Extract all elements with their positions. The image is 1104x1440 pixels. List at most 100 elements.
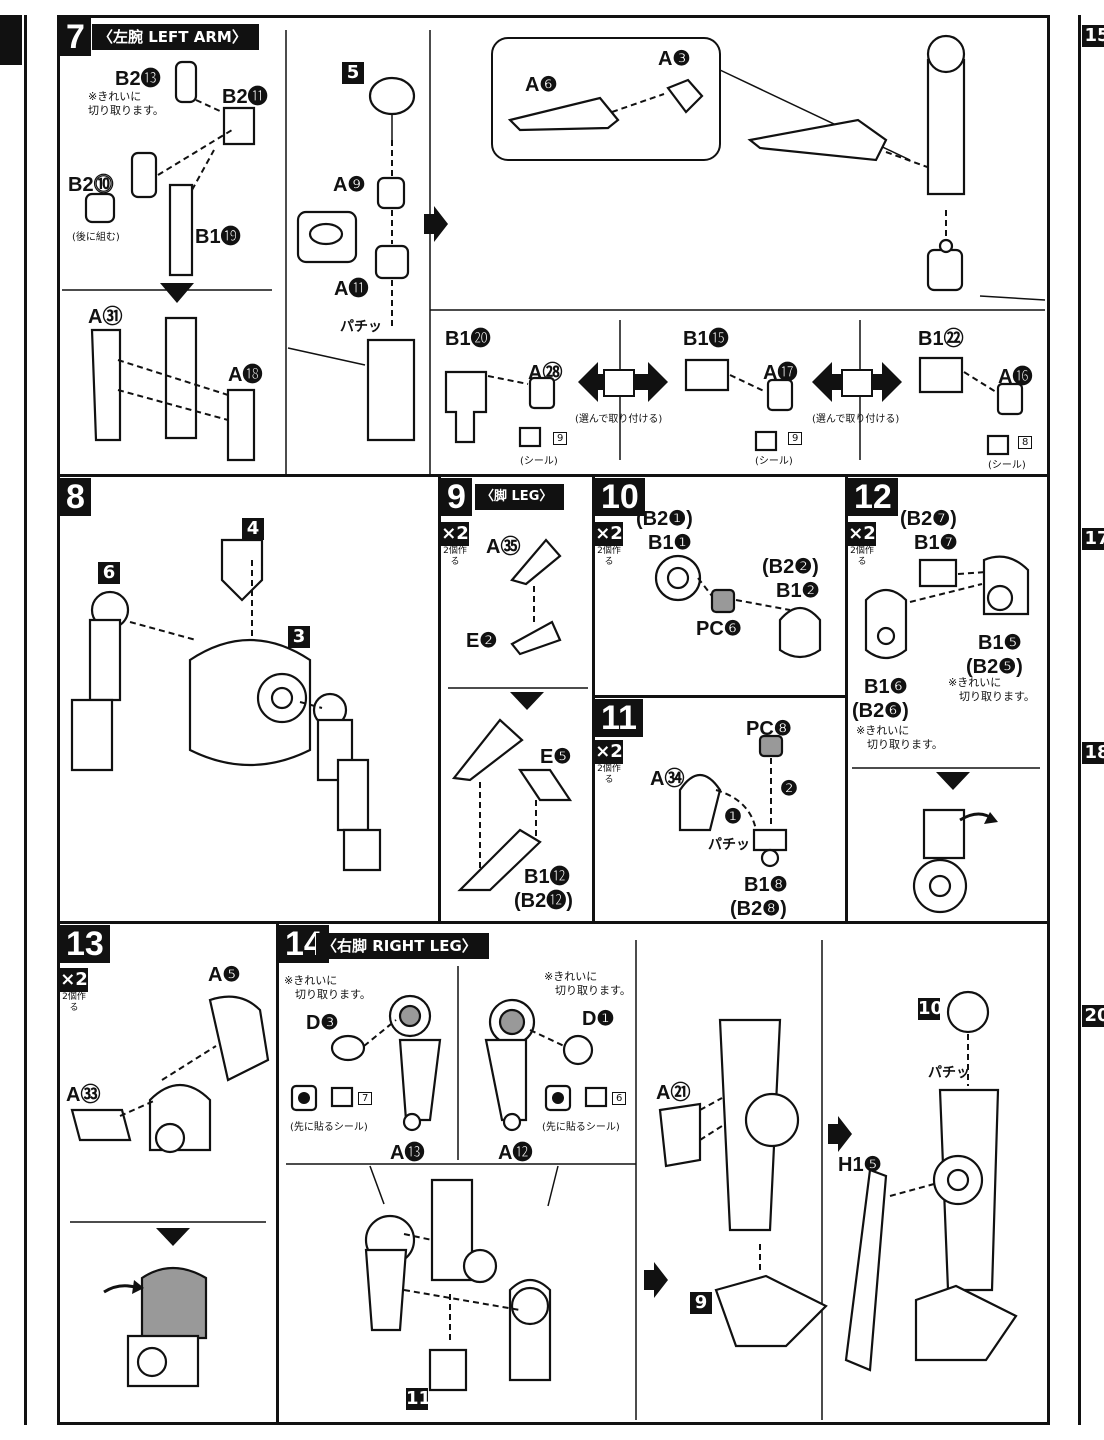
- part-b2-10: B2⓾: [68, 174, 114, 196]
- seal-num-3: 8: [1018, 436, 1033, 449]
- part-a12: A⓬: [498, 1142, 533, 1164]
- part-b1-1: B1❶: [648, 532, 692, 554]
- part-b1-8: B1❽: [744, 874, 788, 896]
- part-b2-1: (B2❶): [636, 508, 693, 530]
- part-b2-2: (B2❷): [762, 556, 819, 578]
- part-a31: A㉛: [88, 306, 123, 328]
- seal-note-3: (シール): [988, 460, 1026, 471]
- step-13-number: 13: [60, 925, 110, 963]
- assemble-later-note: (後に組む): [72, 232, 120, 243]
- part-e5: E❺: [540, 746, 572, 768]
- step-14-cut-note-a: ※きれいに 切り取ります。: [284, 974, 371, 1001]
- first-seal-note-2: (先に貼るシール): [542, 1122, 620, 1133]
- order-1: ❶: [724, 806, 742, 828]
- part-a21: A㉑: [656, 1082, 691, 1104]
- choose-note-1: (選んで取り付ける): [575, 414, 663, 425]
- part-a17: A⓱: [763, 362, 798, 384]
- step-11-number: 11: [595, 699, 643, 737]
- ref-part-11: 11: [406, 1388, 432, 1410]
- step-14-cut-note-b: ※きれいに 切り取ります。: [544, 970, 631, 997]
- part-d1: D❶: [582, 1008, 615, 1030]
- ref-part-9: 9: [690, 1292, 712, 1314]
- part-a13: A⓭: [390, 1142, 425, 1164]
- part-a5: A❺: [208, 964, 241, 986]
- step-12-cut-note-b: ※きれいに 切り取ります。: [856, 724, 943, 751]
- ref-part-10: 10: [918, 998, 944, 1020]
- left-edge-block: [0, 15, 22, 65]
- part-a34: A㉞: [650, 768, 685, 790]
- part-b1-2: B1❷: [776, 580, 820, 602]
- part-b2-12: (B2⓬): [514, 890, 573, 912]
- part-a9: A❾: [333, 174, 366, 196]
- first-seal-note-1: (先に貼るシール): [290, 1122, 368, 1133]
- part-b1-22: B1㉒: [918, 328, 964, 350]
- part-d3: D❸: [306, 1012, 339, 1034]
- seal-note-1: (シール): [520, 456, 558, 467]
- part-b1-19: B1⓳: [195, 226, 241, 248]
- step-14-title: 〈右脚 RIGHT LEG〉: [316, 933, 489, 959]
- part-b1-7: B1❼: [914, 532, 958, 554]
- edge-step-17: 17: [1082, 528, 1104, 550]
- part-a35: A㉟: [486, 536, 521, 558]
- choose-note-2: (選んで取り付ける): [812, 414, 900, 425]
- part-b1-20: B1⓴: [445, 328, 491, 350]
- step-7-cut-note: ※きれいに切り取ります。: [88, 90, 164, 117]
- edge-step-20: 20: [1082, 1005, 1104, 1027]
- step-9-title: 〈脚 LEG〉: [475, 484, 565, 510]
- part-a16: A⓰: [998, 366, 1033, 388]
- part-b1-6: B1❻: [864, 676, 908, 698]
- part-pc6: PC❻: [696, 618, 742, 640]
- ref-part-6: 6: [98, 562, 120, 584]
- snap-sound-7: パチッ: [340, 319, 382, 335]
- part-b2-7: (B2❼): [900, 508, 957, 530]
- seal-note-2: (シール): [755, 456, 793, 467]
- part-a18: A⓲: [228, 364, 263, 386]
- seal-num-7: 7: [358, 1092, 373, 1105]
- step-12-number: 12: [848, 478, 898, 516]
- seal-num-2: 9: [788, 432, 803, 445]
- ref-part-3: 3: [288, 626, 310, 648]
- ref-part-5: 5: [342, 62, 364, 84]
- order-2: ❷: [780, 778, 798, 800]
- seal-num-1: 9: [553, 432, 568, 445]
- step-7-number: 7: [60, 18, 91, 56]
- step-12-cut-note-a: ※きれいに 切り取ります。: [948, 676, 1035, 703]
- part-b2-13: B2⓭: [115, 68, 161, 90]
- step-10-number: 10: [595, 478, 645, 516]
- seal-num-6: 6: [612, 1092, 627, 1105]
- part-b2-8: (B2❽): [730, 898, 787, 920]
- part-a33: A㉝: [66, 1084, 101, 1106]
- step-9-number: 9: [441, 478, 472, 516]
- step-7-title: 〈左腕 LEFT ARM〉: [92, 24, 259, 50]
- snap-sound-14: パチッ: [928, 1065, 970, 1081]
- part-b2-6: (B2❻): [852, 700, 909, 722]
- part-e2: E❷: [466, 630, 498, 652]
- ref-part-4: 4: [242, 518, 264, 540]
- part-a3: A❸: [658, 48, 691, 70]
- part-b1-5: B1❺: [978, 632, 1022, 654]
- part-b2-11: B2⓫: [222, 86, 268, 108]
- part-b2-5: (B2❺): [966, 656, 1023, 678]
- right-edge-strip: [1078, 15, 1104, 1425]
- step-8-number: 8: [60, 478, 91, 516]
- edge-step-15: 15: [1082, 25, 1104, 47]
